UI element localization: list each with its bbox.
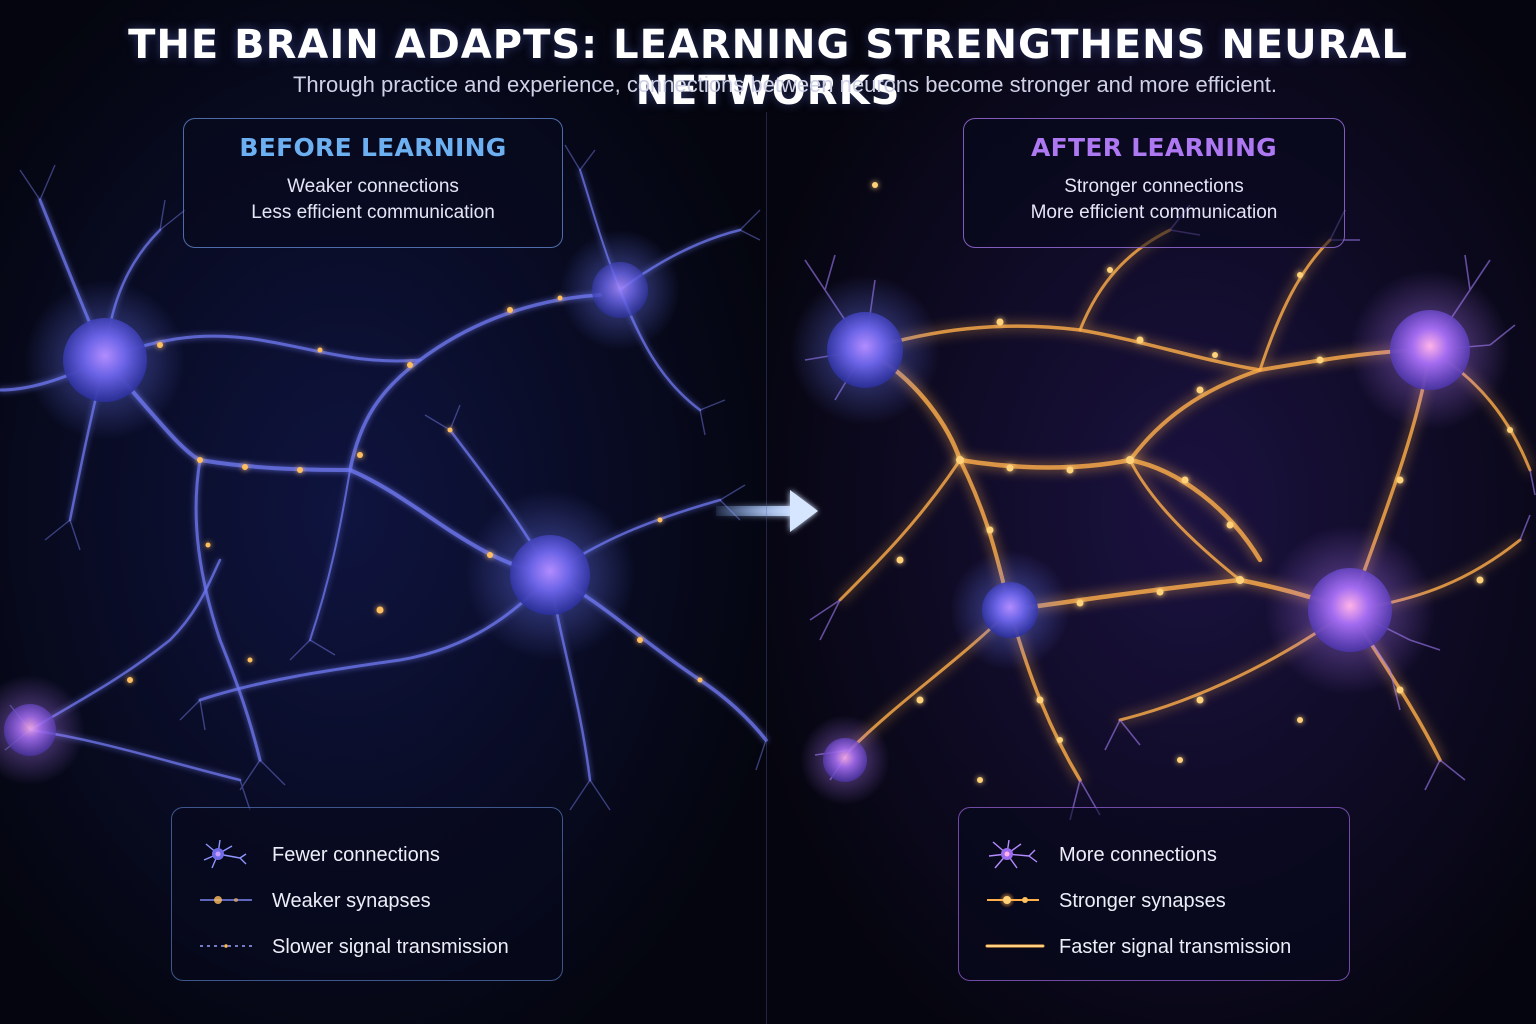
- neuron-icon: [988, 839, 1038, 869]
- legend-item: Faster signal transmission: [959, 926, 1349, 966]
- neuron-soma: [827, 312, 903, 388]
- legend-item: Stronger synapses: [959, 880, 1349, 920]
- solid-signal-icon: [985, 944, 1045, 948]
- legend-item: Fewer connections: [172, 834, 562, 874]
- synapse-icon: [200, 896, 252, 904]
- after-legend: More connections Stronger synapses Faste…: [958, 807, 1350, 981]
- after-description-line: Stronger connections: [1064, 176, 1244, 197]
- before-learning-network: [0, 144, 768, 811]
- before-legend: Fewer connections Weaker synapses Slower…: [171, 807, 563, 981]
- dashed-signal-icon: [200, 944, 256, 948]
- legend-label: Faster signal transmission: [1059, 936, 1292, 958]
- before-description-line: Less efficient communication: [251, 202, 495, 223]
- neuron-soma: [592, 262, 648, 318]
- legend-item: Slower signal transmission: [172, 926, 562, 966]
- synapse-icon: [987, 892, 1039, 908]
- legend-item: Weaker synapses: [172, 880, 562, 920]
- neuron-soma: [1390, 310, 1470, 390]
- neuron-icon: [203, 839, 247, 869]
- legend-item: More connections: [959, 834, 1349, 874]
- panel-divider: [766, 112, 767, 1024]
- neuron-soma: [4, 704, 56, 756]
- neuron-soma: [1308, 568, 1392, 652]
- legend-label: Stronger synapses: [1059, 890, 1226, 912]
- neuron-soma: [982, 582, 1038, 638]
- after-learning-heading: AFTER LEARNING: [1031, 133, 1277, 162]
- neuron-soma: [823, 738, 867, 782]
- after-description-line: More efficient communication: [1030, 202, 1278, 223]
- before-description-line: Weaker connections: [287, 176, 459, 197]
- legend-label: Slower signal transmission: [272, 936, 509, 958]
- legend-label: Weaker synapses: [272, 890, 431, 912]
- transition-arrow-icon: [716, 490, 818, 532]
- neuron-soma: [63, 318, 147, 402]
- page-subtitle: Through practice and experience, connect…: [292, 72, 1278, 97]
- before-learning-info-box: BEFORE LEARNING Weaker connections Less …: [183, 118, 563, 248]
- before-learning-heading: BEFORE LEARNING: [239, 133, 507, 162]
- neuron-soma: [510, 535, 590, 615]
- legend-label: More connections: [1059, 844, 1217, 866]
- page-title: THE BRAIN ADAPTS: LEARNING STRENGTHENS N…: [128, 22, 1408, 114]
- after-learning-network: [790, 182, 1536, 821]
- after-learning-info-box: AFTER LEARNING Stronger connections More…: [963, 118, 1345, 248]
- legend-label: Fewer connections: [272, 844, 440, 866]
